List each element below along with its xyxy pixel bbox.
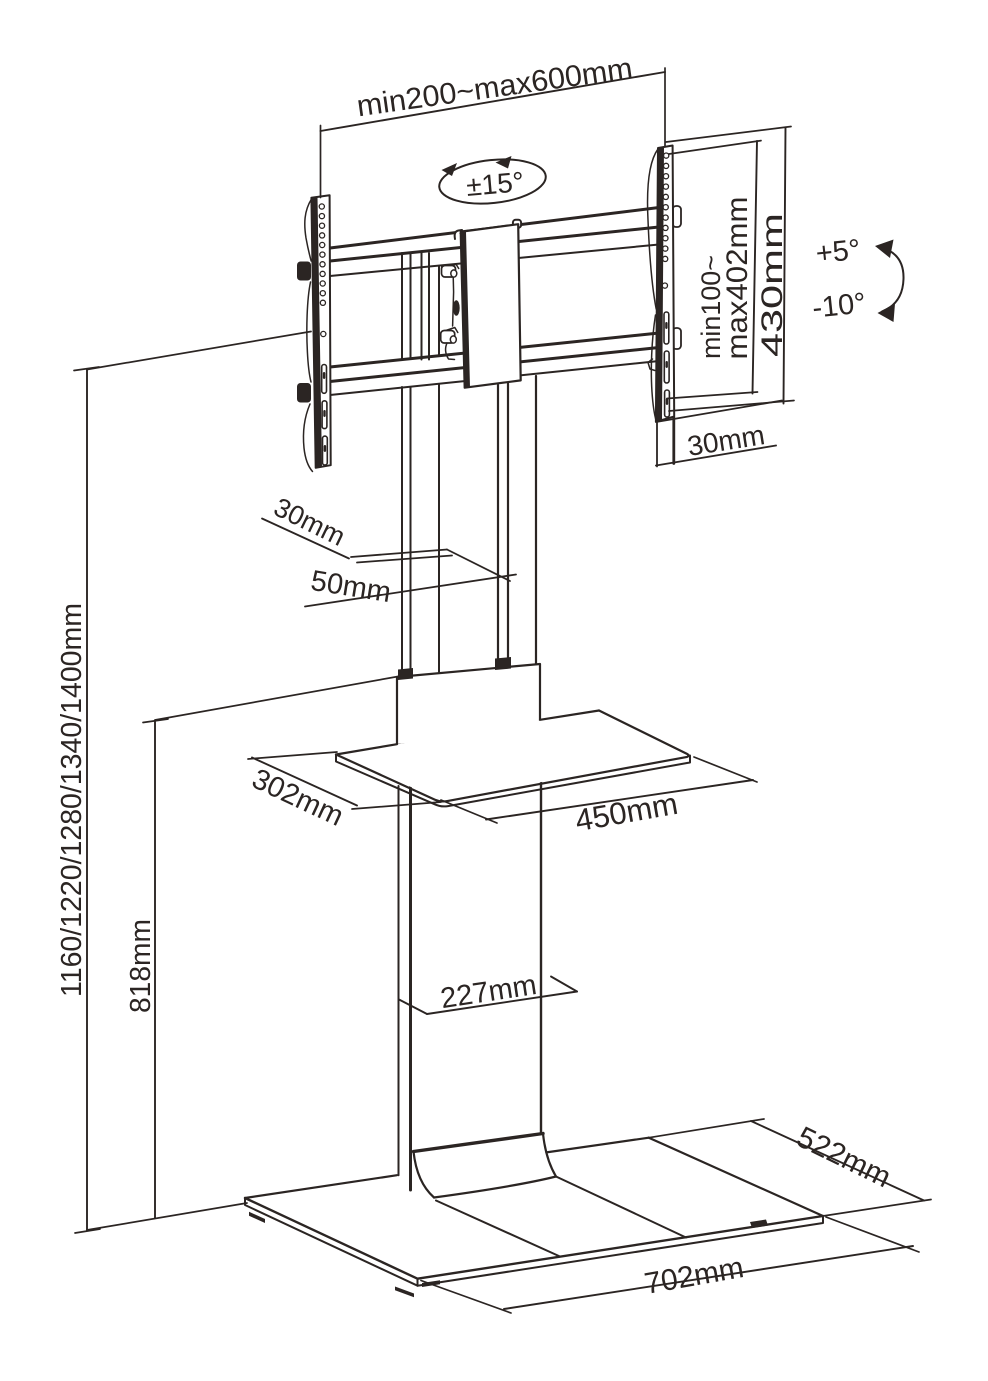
svg-text:max402mm: max402mm bbox=[721, 197, 754, 360]
svg-text:+5°: +5° bbox=[814, 234, 862, 270]
svg-text:1160/1220/1280/1340/1400mm: 1160/1220/1280/1340/1400mm bbox=[56, 603, 88, 997]
svg-text:min100~: min100~ bbox=[696, 255, 726, 359]
svg-text:430mm: 430mm bbox=[756, 213, 789, 357]
svg-text:±15°: ±15° bbox=[465, 166, 525, 202]
svg-text:-10°: -10° bbox=[811, 287, 868, 324]
svg-text:818mm: 818mm bbox=[125, 919, 157, 1013]
